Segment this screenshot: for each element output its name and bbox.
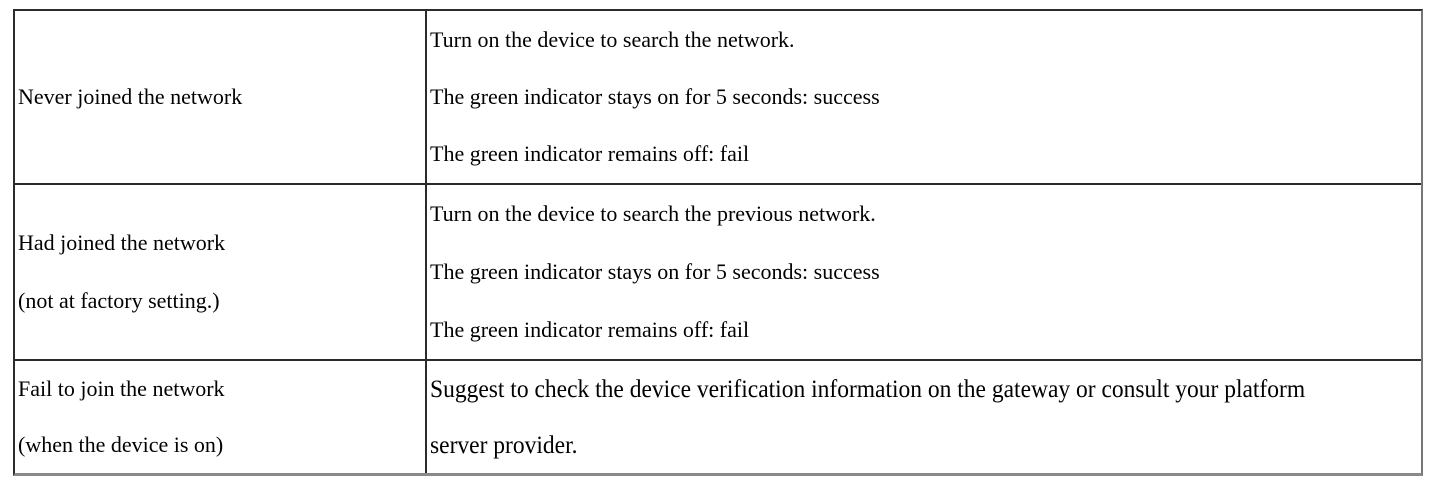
cell-network-state: Had joined the network (not at factory s… — [15, 185, 427, 359]
behavior-text-line: The green indicator stays on for 5 secon… — [430, 83, 880, 109]
cell-network-state: Never joined the network — [15, 11, 427, 183]
state-text-line: Had joined the network — [18, 230, 226, 255]
behavior-text-line: Turn on the device to search the network… — [430, 26, 795, 52]
table-row-never-joined: Never joined the network Turn on the dev… — [15, 11, 1421, 183]
state-text-line: (when the device is on) — [18, 432, 224, 457]
behavior-text-line: Turn on the device to search the previou… — [430, 201, 876, 226]
behavior-text-line: Suggest to check the device verification… — [430, 375, 1306, 403]
network-join-table: Never joined the network Turn on the dev… — [13, 9, 1423, 476]
behavior-text-line: The green indicator remains off: fail — [430, 141, 750, 167]
cell-behavior: Turn on the device to search the network… — [427, 11, 1421, 183]
table-row-fail-to-join: Fail to join the network (when the devic… — [15, 359, 1421, 473]
state-text-line: (not at factory setting.) — [18, 288, 220, 313]
cell-network-state: Fail to join the network (when the devic… — [15, 361, 427, 473]
state-text-line: Fail to join the network — [18, 376, 225, 401]
cell-behavior: Turn on the device to search the previou… — [427, 185, 1421, 359]
cell-behavior: Suggest to check the device verification… — [427, 361, 1421, 473]
state-text-line: Never joined the network — [18, 84, 243, 109]
behavior-text-line: The green indicator remains off: fail — [430, 317, 750, 342]
table-row-had-joined: Had joined the network (not at factory s… — [15, 183, 1421, 359]
behavior-text-line: The green indicator stays on for 5 secon… — [430, 259, 880, 284]
behavior-text-line: server provider. — [430, 431, 578, 459]
